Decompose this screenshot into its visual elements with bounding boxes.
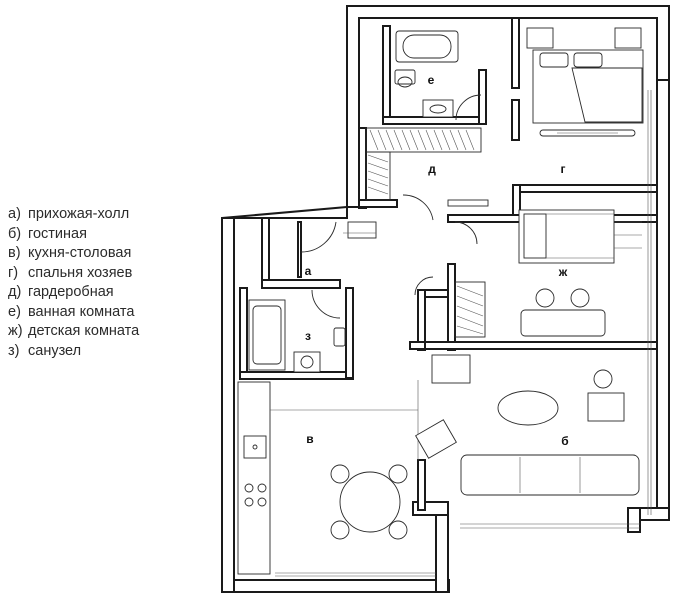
- windows: [275, 90, 652, 577]
- bedroom-fixtures: [447, 27, 644, 207]
- legend-item-v: в)кухня-столовая: [8, 245, 132, 261]
- kids-room-fixtures: [454, 209, 642, 338]
- room-label-z: з: [305, 329, 311, 343]
- room-label-d: д: [428, 162, 436, 176]
- legend-item-d: д)гардеробная: [8, 284, 114, 300]
- doors: [300, 94, 482, 319]
- room-label-b: б: [561, 434, 568, 448]
- room-label-e: е: [428, 73, 435, 87]
- room-label-zh: ж: [558, 265, 568, 279]
- room-label-a: а: [305, 264, 312, 278]
- legend-item-e: е)ванная комната: [8, 303, 135, 320]
- kitchen-fixtures: [237, 380, 419, 575]
- bathroom-fixtures: [394, 30, 459, 118]
- room-labels: а б в г д е ж з: [305, 73, 569, 448]
- legend: а)прихожая-холл б)гостиная в)кухня-столо…: [8, 205, 208, 361]
- wardrobe-hatching: [365, 127, 482, 201]
- room-label-v: в: [306, 432, 313, 446]
- wc-fixtures: [248, 299, 346, 373]
- legend-item-a: а)прихожая-холл: [8, 206, 130, 222]
- outer-walls: [221, 5, 670, 593]
- room-label-g: г: [561, 162, 566, 176]
- living-room-fixtures: [415, 354, 640, 496]
- legend-item-z: з)санузел: [8, 342, 82, 359]
- legend-item-g: г)спальня хозяев: [8, 264, 133, 281]
- hall-fixtures: [343, 221, 377, 239]
- legend-item-zh: ж)детская комната: [8, 323, 140, 339]
- legend-item-b: б)гостиная: [8, 225, 87, 242]
